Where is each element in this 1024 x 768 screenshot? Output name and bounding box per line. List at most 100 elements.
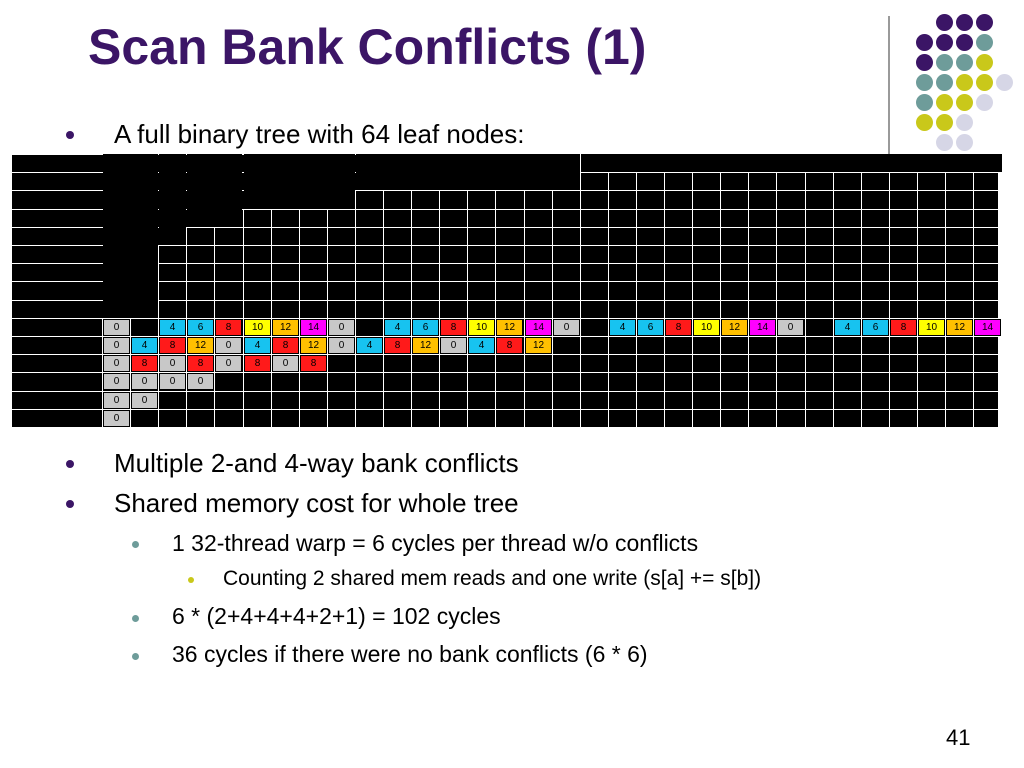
grid-line <box>12 263 998 264</box>
grid-line <box>12 427 998 428</box>
bullet-text: Counting 2 shared mem reads and one writ… <box>223 567 762 590</box>
grid-line <box>664 154 665 428</box>
decorative-dot <box>936 134 953 151</box>
tree-cell: 0 <box>103 355 130 372</box>
grid-line <box>524 190 525 428</box>
grid-line <box>636 154 637 428</box>
decorative-dot <box>916 34 933 51</box>
bullet-text: A full binary tree with 64 leaf nodes: <box>114 119 525 149</box>
tree-cell: 0 <box>777 319 804 336</box>
tree-cell <box>356 319 383 336</box>
grid-line <box>12 409 998 410</box>
bullet-marker <box>132 615 139 622</box>
tree-cell: 4 <box>131 337 158 354</box>
grid-line <box>102 318 103 428</box>
tree-cell: 8 <box>215 319 242 336</box>
grid-line <box>383 190 384 428</box>
decorative-dot <box>916 114 933 131</box>
grid-line <box>776 154 777 428</box>
decorative-dot <box>936 54 953 71</box>
tree-cell: 8 <box>300 355 327 372</box>
grid-line <box>12 336 998 337</box>
tree-cell: 8 <box>131 355 158 372</box>
tree-cell: 0 <box>103 373 130 390</box>
tree-cell: 4 <box>468 337 495 354</box>
tree-cell: 10 <box>468 319 495 336</box>
tree-cell: 0 <box>103 392 130 409</box>
decorative-dot <box>936 94 953 111</box>
tree-cell: 14 <box>525 319 552 336</box>
tree-cell: 0 <box>328 319 355 336</box>
grid-shade <box>581 154 1002 172</box>
grid-line <box>12 245 998 246</box>
grid-line <box>12 391 998 392</box>
grid-line <box>299 209 300 428</box>
tree-cell: 8 <box>272 337 299 354</box>
bullet-text: Shared memory cost for whole tree <box>114 488 519 518</box>
decorative-dot <box>956 54 973 71</box>
tree-cell: 14 <box>749 319 776 336</box>
grid-line <box>748 154 749 428</box>
page-number: 41 <box>946 725 971 750</box>
grid-line <box>580 154 581 428</box>
tree-cell: 0 <box>187 373 214 390</box>
grid-line <box>833 154 834 428</box>
grid-shade <box>103 154 158 318</box>
grid-line <box>327 209 328 428</box>
tree-cell: 0 <box>553 319 580 336</box>
tree-cell: 12 <box>496 319 523 336</box>
tree-cell: 12 <box>525 337 552 354</box>
decorative-dot <box>956 94 973 111</box>
tree-cell: 8 <box>187 355 214 372</box>
tree-cell: 0 <box>272 355 299 372</box>
tree-cell: 12 <box>412 337 439 354</box>
decorative-dot <box>976 94 993 111</box>
decorative-dot <box>916 74 933 91</box>
tree-cell: 8 <box>384 337 411 354</box>
tree-cell: 0 <box>215 337 242 354</box>
grid-line <box>889 154 890 428</box>
tree-cell: 0 <box>159 373 186 390</box>
tree-cell: 6 <box>187 319 214 336</box>
divider-line <box>888 16 890 156</box>
decorative-dot <box>936 34 953 51</box>
grid-shade <box>159 154 186 245</box>
grid-line <box>861 154 862 428</box>
decorative-dot <box>936 114 953 131</box>
grid-line <box>12 300 998 301</box>
tree-cell: 0 <box>159 355 186 372</box>
tree-cell: 8 <box>159 337 186 354</box>
bullet-text: 36 cycles if there were no bank conflict… <box>172 641 648 667</box>
decorative-dot <box>956 14 973 31</box>
decorative-dot <box>916 94 933 111</box>
decorative-dot <box>996 74 1013 91</box>
grid-line <box>945 154 946 428</box>
tree-cell <box>806 319 833 336</box>
grid-line <box>130 318 131 428</box>
decorative-dot <box>976 14 993 31</box>
decorative-dot <box>956 34 973 51</box>
tree-cell: 0 <box>103 337 130 354</box>
grid-shade <box>187 154 242 227</box>
tree-cell: 14 <box>974 319 1001 336</box>
grid-line <box>186 227 187 428</box>
grid-line <box>467 190 468 428</box>
tree-cell <box>581 319 608 336</box>
decorative-dot <box>956 74 973 91</box>
bullet-marker <box>66 500 74 508</box>
decorative-dots <box>0 0 1024 160</box>
tree-cell: 6 <box>412 319 439 336</box>
grid-line <box>12 227 998 228</box>
bullet-marker <box>188 577 194 583</box>
grid-line <box>1001 154 1002 428</box>
tree-cell: 6 <box>637 319 664 336</box>
grid-line <box>720 154 721 428</box>
page-title: Scan Bank Conflicts (1) <box>88 19 647 75</box>
grid-line <box>805 154 806 428</box>
grid-line <box>12 354 998 355</box>
tree-cell: 10 <box>918 319 945 336</box>
tree-cell: 8 <box>440 319 467 336</box>
tree-cell: 4 <box>834 319 861 336</box>
tree-cell: 0 <box>131 373 158 390</box>
tree-cell: 10 <box>244 319 271 336</box>
